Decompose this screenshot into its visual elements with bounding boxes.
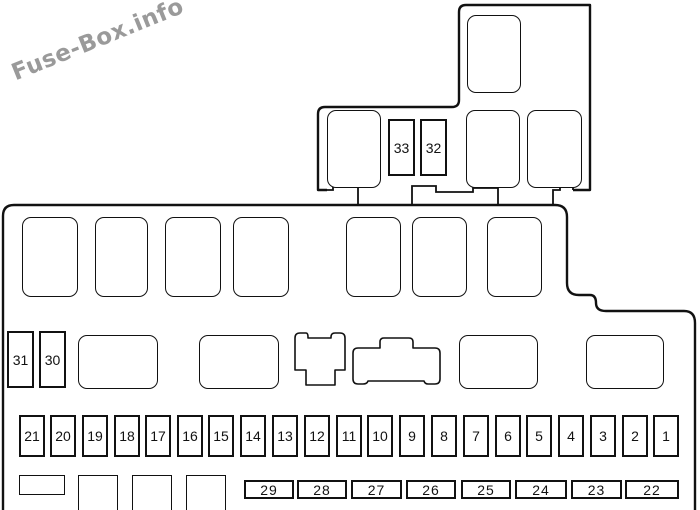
relay [412,217,467,297]
spare-slot [19,475,65,495]
fuse-33: 33 [388,119,415,176]
fuse-14: 14 [240,415,266,457]
fuse-label: 33 [393,139,410,156]
fuse-15: 15 [208,415,234,457]
fuse-label: 16 [182,428,198,444]
relay [459,335,538,389]
fuse-16: 16 [177,415,203,457]
relay [95,217,148,297]
fuse-label: 29 [260,481,278,498]
fuse-label: 8 [440,428,448,444]
fuse-label: 14 [245,428,261,444]
fuse-21: 21 [19,415,45,457]
fuse-label: 20 [55,428,71,444]
spare-slot [132,475,172,510]
fuse-label: 26 [422,481,440,498]
fuse-10: 10 [367,415,393,457]
fuse-label: 15 [213,428,229,444]
fuse-7: 7 [463,415,489,457]
relay [327,110,381,188]
fuse-25: 25 [461,480,511,499]
fuse-4: 4 [558,415,584,457]
fuse-label: 6 [504,428,512,444]
fuse-27: 27 [351,480,402,499]
relay [199,335,279,389]
fuse-label: 12 [309,428,325,444]
spare-slot [78,475,118,510]
fuse-1: 1 [653,415,679,457]
fuse-24: 24 [515,480,567,499]
relay [487,217,542,297]
spare-slot [186,475,226,510]
fuse-12: 12 [304,415,330,457]
relay [527,110,582,188]
relay [466,110,520,188]
fuse-label: 28 [313,481,331,498]
fuse-22: 22 [625,480,679,499]
fuse-17: 17 [145,415,171,457]
fuse-26: 26 [406,480,456,499]
relay [346,217,401,297]
fuse-label: 7 [472,428,480,444]
fuse-label: 9 [408,428,416,444]
fuse-label: 11 [341,428,357,444]
fuse-8: 8 [431,415,457,457]
fuse-5: 5 [526,415,552,457]
fuse-2: 2 [622,415,648,457]
fuse-20: 20 [50,415,76,457]
fuse-label: 19 [87,428,103,444]
fuse-label: 13 [277,428,293,444]
fuse-29: 29 [244,480,294,499]
relay [165,217,221,297]
relay [78,335,158,389]
fuse-31: 31 [7,331,34,388]
fuse-label: 21 [24,428,40,444]
fuse-label: 31 [12,351,29,368]
fuse-3: 3 [590,415,616,457]
fuse-label: 10 [372,428,388,444]
fuse-label: 2 [631,428,639,444]
fuse-23: 23 [571,480,622,499]
relay [586,335,664,389]
fuse-label: 3 [599,428,607,444]
fuse-6: 6 [495,415,521,457]
fuse-label: 1 [662,428,670,444]
fuse-label: 24 [532,481,550,498]
fuse-label: 5 [535,428,543,444]
relay [22,217,78,297]
fuse-label: 18 [119,428,135,444]
fuse-32: 32 [420,119,447,176]
fuse-28: 28 [297,480,347,499]
fuse-label: 27 [367,481,386,498]
fuse-label: 25 [477,481,495,498]
fuse-13: 13 [272,415,298,457]
fuse-18: 18 [114,415,140,457]
fuse-label: 4 [567,428,575,444]
fuse-label: 22 [643,481,661,498]
relay [233,217,289,297]
fuse-30: 30 [39,331,66,388]
fuse-label: 30 [44,351,61,368]
fuse-11: 11 [336,415,362,457]
fuse-label: 23 [587,481,606,498]
fuse-19: 19 [82,415,108,457]
fuse-9: 9 [399,415,425,457]
fuse-label: 17 [150,428,166,444]
relay [467,15,521,93]
fuse-label: 32 [425,139,442,156]
